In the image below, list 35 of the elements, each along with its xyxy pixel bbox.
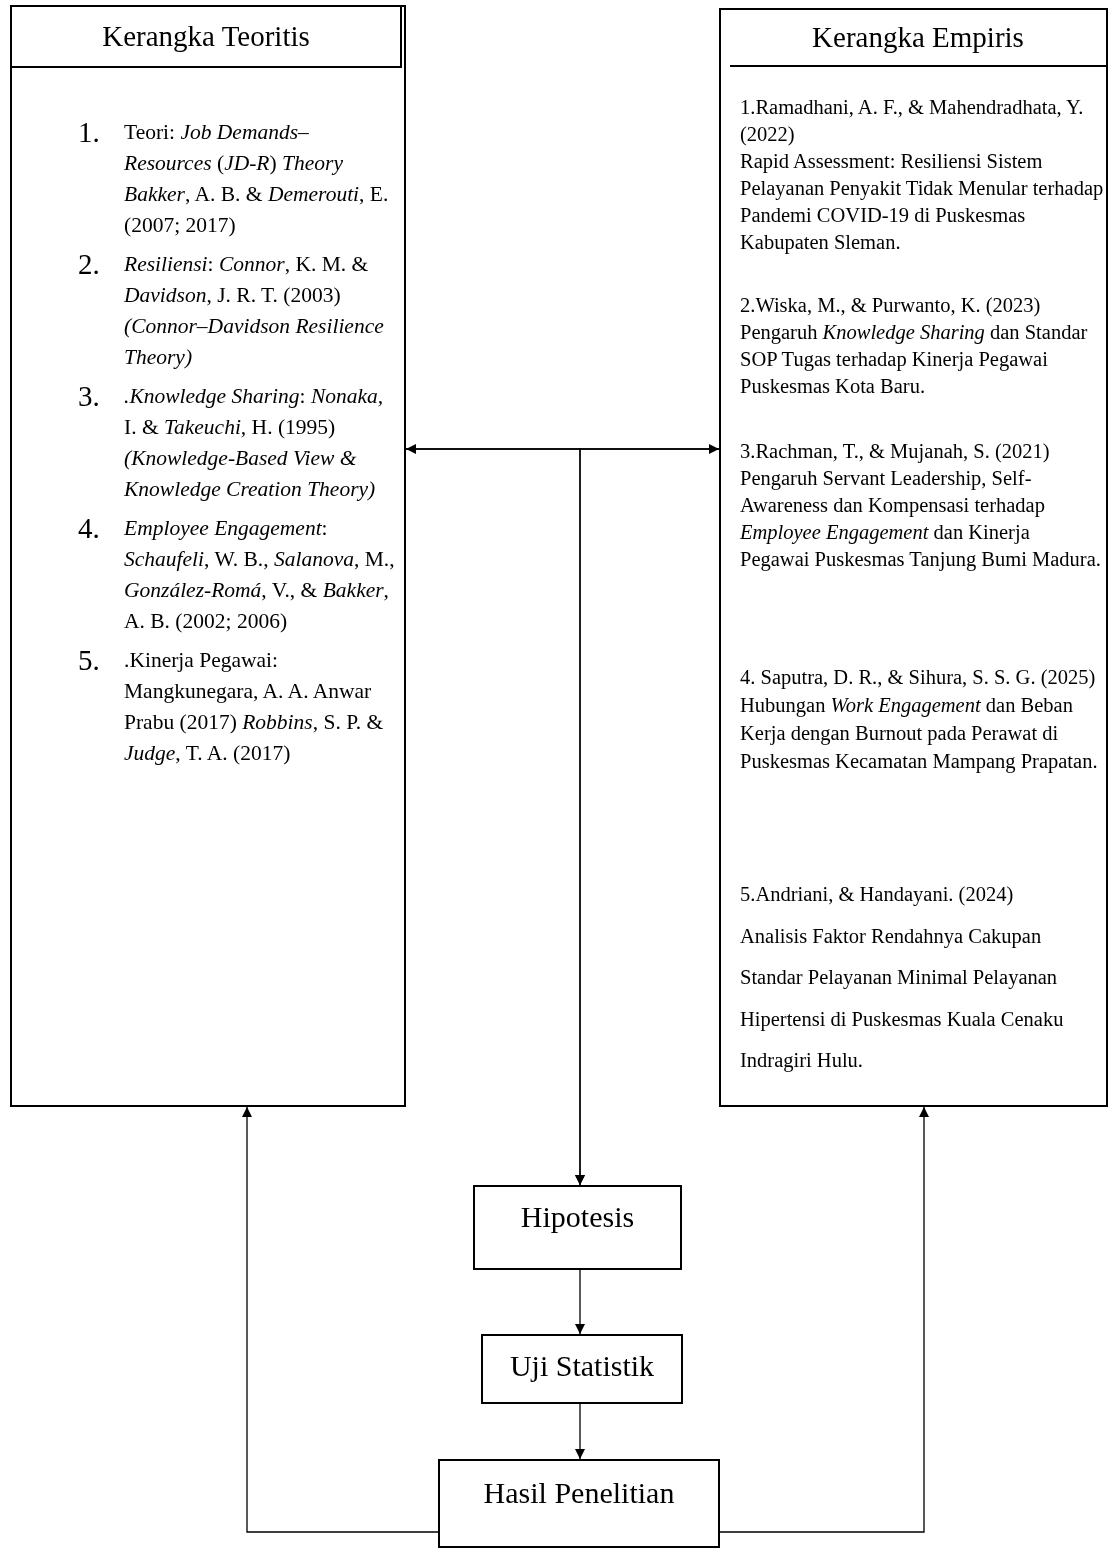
study-title: Rapid Assessment: Resiliensi Sistem Pelayanan Penyakit Tidak Menular terhadap Pandemi COVID-19 di Puskesmas Kabupaten Sleman.	[740, 149, 1104, 256]
study-title: Analisis Faktor Rendahnya Cakupan Standar Pelayanan Minimal Pelayanan Hipertensi di Puskesmas Kuala Cenaku Indragiri Hulu.	[740, 923, 1065, 1074]
box-label: Uji Statistik	[509, 1348, 655, 1384]
list-number: 3.	[78, 381, 101, 414]
citation-text: 1.Ramadhani, A. F., & Mahendradhata, Y. (2022)	[740, 95, 1085, 148]
reference-text: Resiliensi: Connor, K. M. & Davidson, J. R. T. (2003) (Connor–Davidson Resilience Theory)	[124, 251, 385, 371]
framework-box	[719, 8, 1108, 1107]
citation-text: 5.Andriani, & Handayani. (2024)	[740, 882, 1015, 908]
list-number: 4.	[78, 513, 101, 546]
reference-text: Employee Engagement: Schaufeli, W. B., Salanova, M., González-Romá, V., & Bakker, A. B. (2002; 2006)	[124, 515, 396, 635]
list-number: 5.	[78, 645, 101, 678]
reference-text: .Knowledge Sharing: Nonaka, I. & Takeuchi, H. (1995) (Knowledge-Based View & Knowledge Creation Theory)	[124, 383, 385, 503]
process-box	[473, 1185, 682, 1270]
arrow	[719, 1106, 929, 1533]
arrow	[575, 1269, 585, 1335]
box-heading: Kerangka Empiris	[730, 10, 1106, 67]
list-number: 2.	[78, 249, 101, 282]
process-box	[481, 1334, 683, 1404]
box-label: Hasil Penelitian	[483, 1475, 675, 1511]
list-number: 1.	[78, 117, 101, 150]
citation-text: 4. Saputra, D. R., & Sihura, S. S. G. (2025)	[740, 665, 1097, 691]
arrow	[575, 448, 720, 1186]
study-title: Pengaruh Servant Leadership, Self-Awareness dan Kompensasi terhadap Employee Engagement dan Kinerja Pegawai Puskesmas Tanjung Bumi Madura.	[740, 466, 1102, 573]
citation-text: 3.Rachman, T., & Mujanah, S. (2021)	[740, 439, 1051, 465]
process-box	[438, 1459, 720, 1548]
framework-box	[10, 5, 406, 1107]
reference-text: .Kinerja Pegawai: Mangkunegara, A. A. Anwar Prabu (2017) Robbins, S. P. & Judge, T. A. (2017)	[124, 647, 385, 767]
arrow	[242, 1106, 439, 1533]
reference-text: Teori: Job Demands–Resources (JD-R) Theory Bakker, A. B. & Demerouti, E. (2007; 2017)	[124, 119, 390, 239]
arrow	[575, 1403, 585, 1460]
citation-text: 2.Wiska, M., & Purwanto, K. (2023)	[740, 293, 1042, 319]
study-title: Hubungan Work Engagement dan Beban Kerja dengan Burnout pada Perawat di Puskesmas Kecamatan Mampang Prapatan.	[740, 693, 1099, 775]
box-label: Hipotesis	[520, 1199, 635, 1235]
study-title: Pengaruh Knowledge Sharing dan Standar SOP Tugas terhadap Kinerja Pegawai Puskesmas Kota Baru.	[740, 320, 1089, 399]
box-heading: Kerangka Teoritis	[10, 5, 402, 68]
